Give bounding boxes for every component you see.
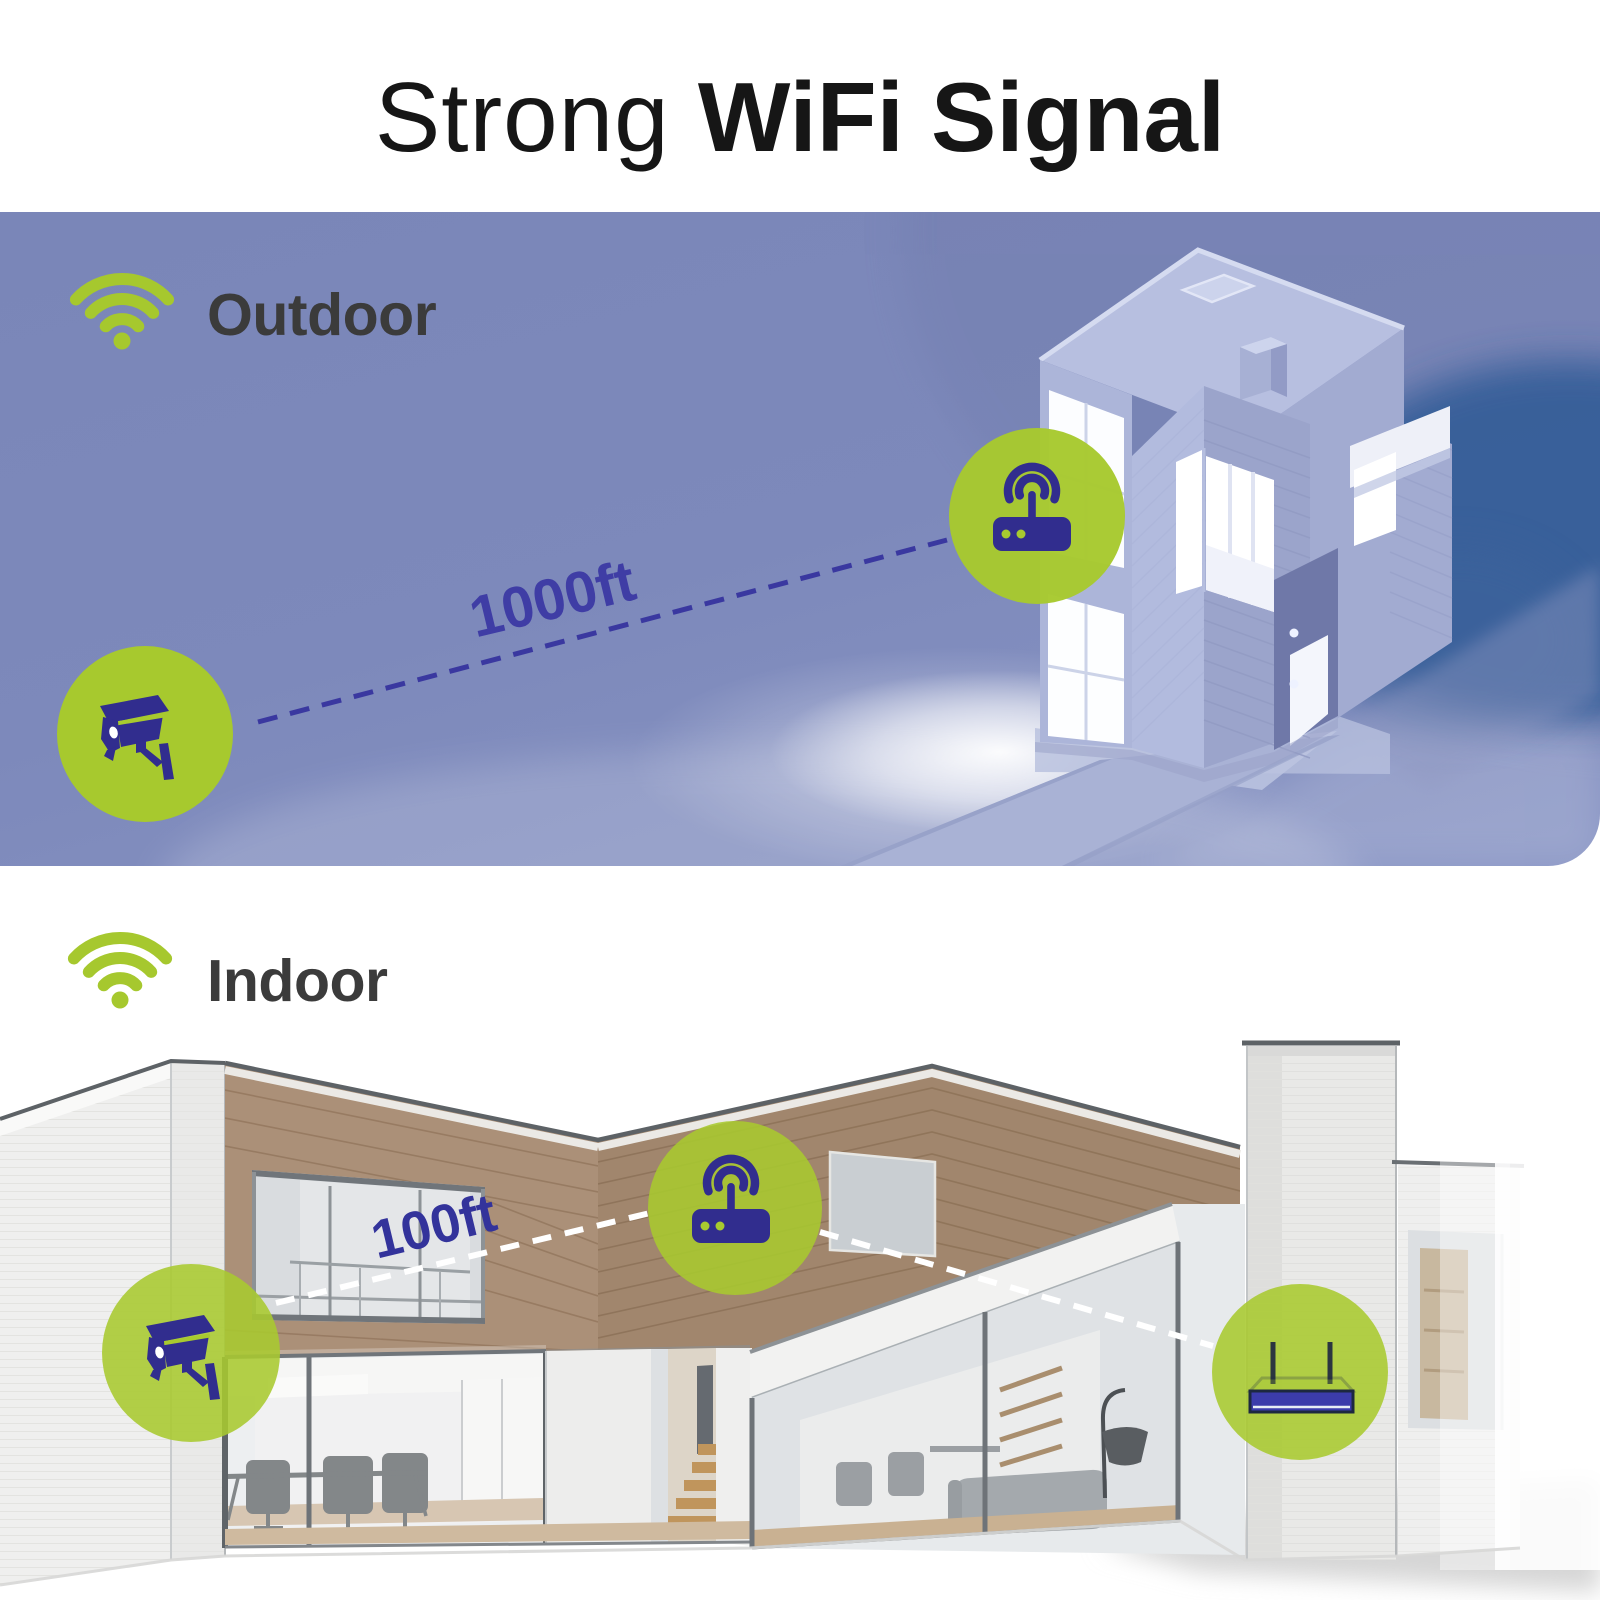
svg-text:1000ft: 1000ft <box>463 548 641 650</box>
